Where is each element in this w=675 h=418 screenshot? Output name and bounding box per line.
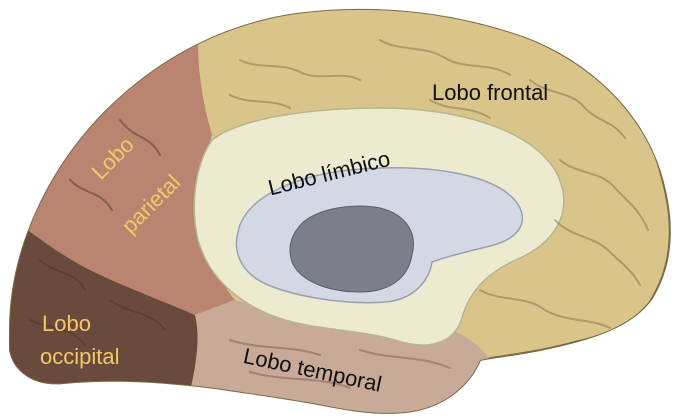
label-frontal-lobe: Lobo frontal: [432, 82, 548, 104]
label-occipital-lobe-line1: Lobo: [42, 313, 91, 335]
label-occipital-lobe-line2: occipital: [40, 346, 119, 368]
thalamus-region: [290, 206, 413, 292]
